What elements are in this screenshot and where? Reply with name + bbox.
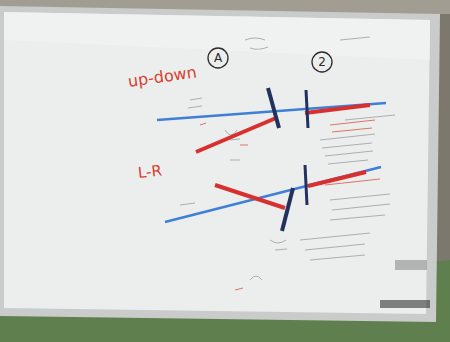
circle-text: A [214,52,222,64]
section-heading: up-down [127,62,198,90]
section-heading: L-R [137,162,163,182]
circled-number: A [207,47,229,69]
circled-number: 2 [311,51,333,73]
circle-text: 2 [318,56,326,68]
